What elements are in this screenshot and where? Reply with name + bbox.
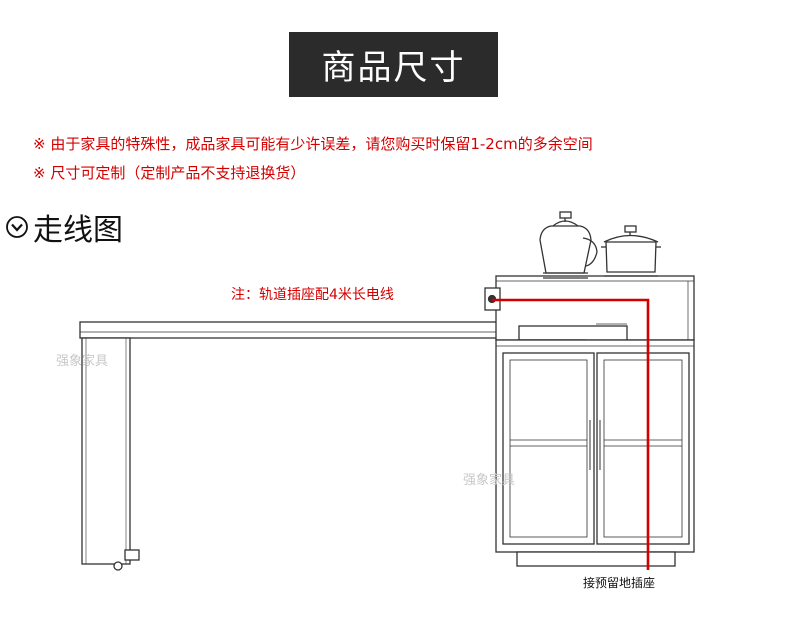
pot-drawing — [601, 225, 661, 277]
section-title: 走线图 — [33, 213, 123, 248]
page-title-text: 商品尺寸 — [321, 48, 466, 88]
power-wire — [492, 298, 650, 570]
wiring-note: 注：轨道插座配4米长电线 — [231, 287, 394, 303]
chevron-down-circle-icon — [6, 216, 28, 238]
section-heading: 走线图 — [5, 205, 123, 249]
watermark: 强象家具 — [56, 354, 109, 369]
page-title: 商品尺寸 — [289, 32, 498, 97]
slide-rail — [518, 325, 628, 341]
note-tolerance: ※ 由于家具的特殊性，成品家具可能有少许误差，请您购买时保留1-2cm的多余空间 — [33, 135, 593, 153]
floor-outlet-label: 接预留地插座 — [583, 576, 656, 590]
kettle-drawing — [539, 211, 598, 279]
leg-caster — [124, 549, 140, 561]
watermark: 强象家具 — [463, 473, 516, 488]
left-door — [502, 352, 595, 545]
table-leg — [81, 337, 131, 565]
leg-wheel — [113, 561, 123, 571]
cabinet-plinth — [516, 551, 676, 567]
note-customization: ※ 尺寸可定制（定制产品不支持退换货） — [33, 164, 306, 182]
right-door — [596, 352, 690, 545]
